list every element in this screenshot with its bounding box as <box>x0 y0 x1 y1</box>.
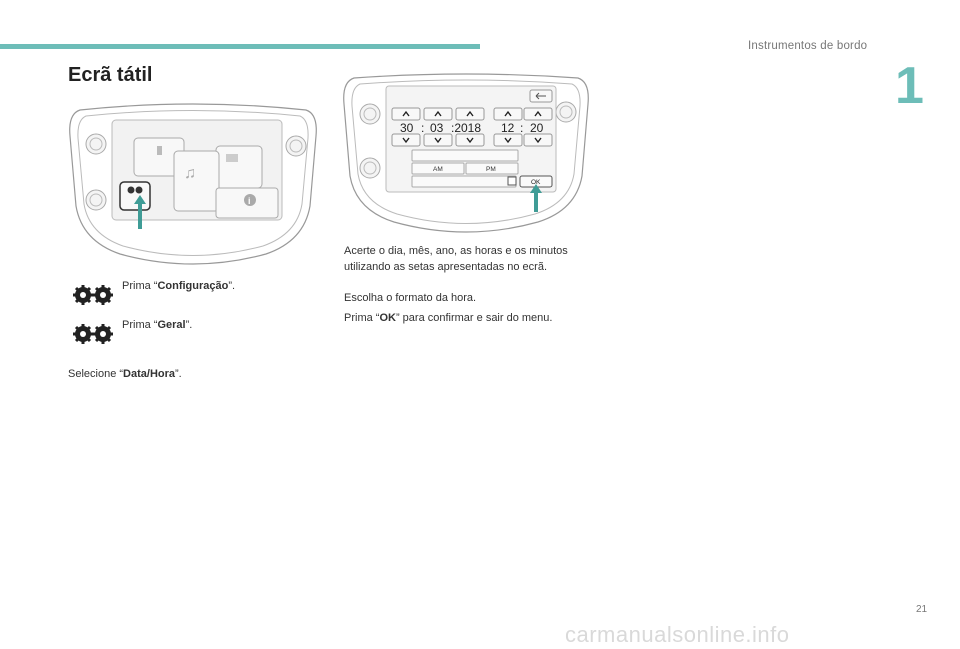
step-date-time: Selecione “Data/Hora”. <box>68 366 182 382</box>
step-text: ”. <box>228 280 236 292</box>
year-up-button <box>455 107 485 121</box>
step-text: ” para confirmar e sair do menu. <box>395 312 553 324</box>
am-button <box>411 162 465 175</box>
step-text: ”. <box>175 368 182 380</box>
month-up-button <box>423 107 453 121</box>
hour-down-button <box>493 133 523 147</box>
touchscreen-datetime-illustration: 30 : 03 :2018 12 : 20 AM PM OK <box>343 73 589 233</box>
tile-vehicle <box>215 145 263 189</box>
time-separator: : <box>520 121 523 135</box>
pm-button <box>465 162 519 175</box>
day-down-button <box>391 133 421 147</box>
info-icon <box>244 194 256 206</box>
checkbox <box>507 176 517 186</box>
svg-text:i: i <box>248 196 251 206</box>
hour-value: 12 <box>501 121 515 135</box>
date-separator: : <box>421 121 424 135</box>
step-keyword: Configuração <box>157 280 229 292</box>
pm-label: PM <box>486 166 496 173</box>
svg-text:♫: ♫ <box>184 165 196 182</box>
touchscreen-home-illustration: ♫ i <box>69 103 317 265</box>
knob-left-bottom-icon <box>85 189 107 211</box>
page-number: 21 <box>916 604 928 615</box>
minute-up-button <box>523 107 553 121</box>
knob-left-top-icon <box>359 103 381 125</box>
step-text: Prima “ <box>122 319 158 331</box>
year-down-button <box>455 133 485 147</box>
knob-left-top-icon <box>85 133 107 155</box>
pointer-arrow-icon <box>134 195 146 229</box>
month-value: 03 <box>430 121 444 135</box>
gear-icon <box>73 324 113 344</box>
section-title: Instrumentos de bordo <box>748 40 868 52</box>
watermark: carmanualsonline.info <box>565 622 790 647</box>
step-text: ”. <box>185 319 193 331</box>
instruction-format: Escolha o formato da hora. <box>344 292 477 304</box>
minute-value: 20 <box>530 121 544 135</box>
instruction-line: utilizando as setas apresentadas no ecrã… <box>344 261 548 273</box>
knob-left-bottom-icon <box>359 157 381 179</box>
instruction-ok: Prima “OK” para confirmar e sair do menu… <box>344 310 552 326</box>
pointer-arrow-icon <box>530 184 542 212</box>
gear-icon <box>73 285 113 305</box>
month-down-button <box>423 133 453 147</box>
day-up-button <box>391 107 421 121</box>
hour-up-button <box>493 107 523 121</box>
minute-down-button <box>523 133 553 147</box>
step-configuration: Prima “Configuração”. <box>122 278 235 294</box>
ok-label: OK <box>531 179 541 186</box>
step-general: Prima “Geral”. <box>122 317 192 333</box>
step-keyword: OK <box>379 312 396 324</box>
page-title: Ecrã tátil <box>68 64 153 86</box>
knob-right-top-icon <box>285 135 307 157</box>
tile-media <box>173 150 220 212</box>
chapter-number: 1 <box>895 57 924 115</box>
step-keyword: Data/Hora <box>123 368 176 380</box>
settings-gear-small-icon <box>127 186 135 194</box>
day-value: 30 <box>400 121 414 135</box>
am-label: AM <box>433 166 443 173</box>
instruction-line: Acerte o dia, mês, ano, as horas e os mi… <box>344 245 568 257</box>
year-value: :2018 <box>451 121 481 135</box>
step-text: Prima “ <box>122 280 158 292</box>
instruction-set-date: Acerte o dia, mês, ano, as horas e os mi… <box>344 243 568 275</box>
step-text: Prima “ <box>344 312 380 324</box>
step-text: Selecione “ <box>68 368 124 380</box>
knob-right-top-icon <box>555 101 577 123</box>
step-keyword: Geral <box>157 319 186 331</box>
tile-settings-highlight <box>119 181 151 211</box>
header-accent-bar <box>0 44 480 49</box>
